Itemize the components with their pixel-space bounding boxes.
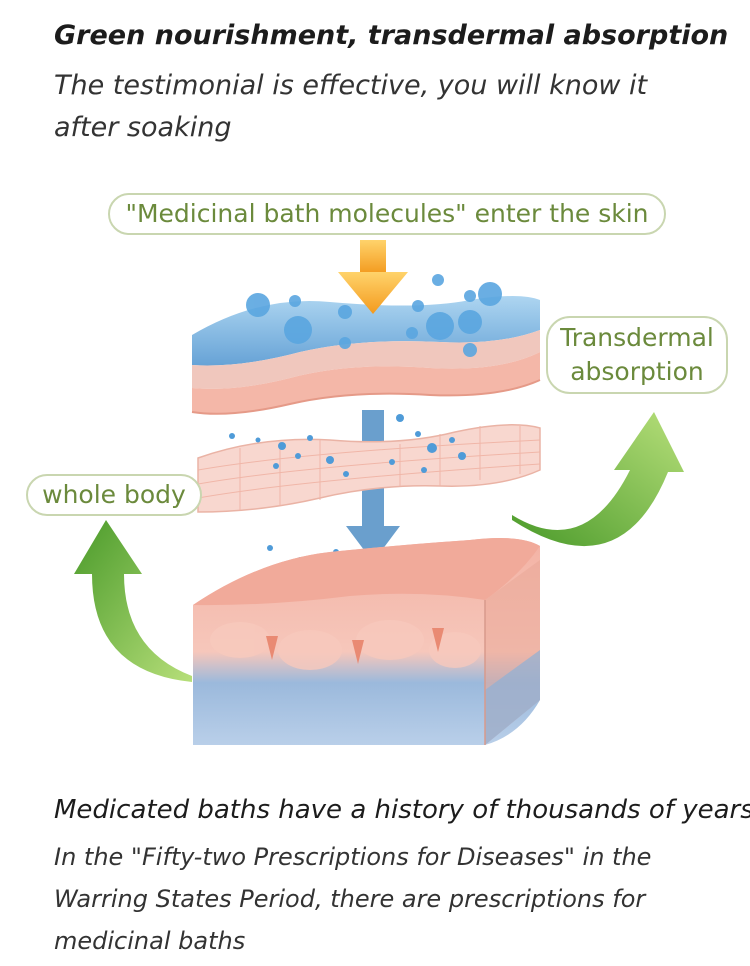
label-molecules-enter-skin: "Medicinal bath molecules" enter the ski… bbox=[108, 193, 666, 235]
page-subtitle: The testimonial is effective, you will k… bbox=[54, 70, 648, 143]
curved-arrow-green-right bbox=[512, 412, 684, 547]
label-whole-body: whole body bbox=[26, 474, 202, 516]
curved-arrow-green-left bbox=[74, 520, 192, 682]
subcutaneous-block bbox=[193, 538, 540, 745]
footer-title: Medicated baths have a history of thousa… bbox=[54, 795, 750, 825]
page-title: Green nourishment, transdermal absorptio… bbox=[54, 20, 729, 51]
label-transdermal-absorption: Transdermal absorption bbox=[546, 316, 728, 394]
bubbles bbox=[246, 274, 502, 357]
epidermis-water-layer bbox=[191, 296, 541, 415]
footer-body: In the "Fifty-two Prescriptions for Dise… bbox=[54, 843, 652, 955]
down-arrow-orange bbox=[338, 240, 408, 314]
small-red-arrows bbox=[266, 628, 444, 664]
